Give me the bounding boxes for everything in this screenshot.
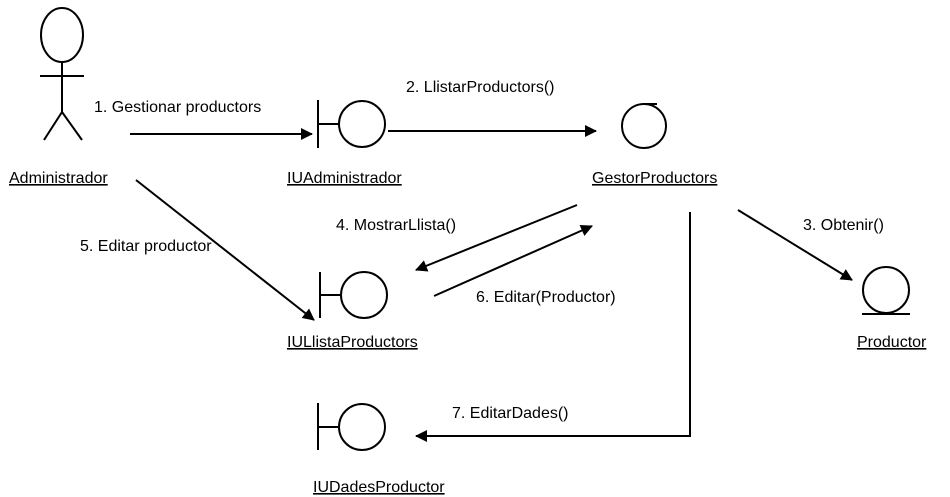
entity-productor-icon [862, 266, 910, 315]
actor-head-icon [40, 7, 84, 63]
actor-left-leg [43, 111, 63, 141]
actor-administrador [40, 7, 84, 141]
message-4-label: 4. MostrarLlista() [336, 217, 456, 234]
message-7-label: 7. EditarDades() [452, 405, 569, 422]
control-gestor-productors-name: GestorProductors [592, 170, 717, 187]
message-7-arrow [415, 212, 691, 442]
actor-administrador-name: Administrador [9, 170, 108, 187]
message-3-label: 3. Obtenir() [803, 217, 884, 234]
control-gestor-productors-icon [621, 103, 667, 149]
message-1-label: 1. Gestionar productors [94, 99, 261, 116]
message-3-arrow [737, 209, 853, 281]
message-2-label: 2. LlistarProductors() [406, 79, 555, 96]
message-5-arrow [135, 179, 315, 321]
message-6-arrow [433, 224, 593, 297]
boundary-iu-administrador-name: IUAdministrador [287, 170, 402, 187]
boundary-iu-administrador-icon [317, 100, 386, 148]
boundary-iu-dades-productor-icon [317, 403, 386, 451]
message-4-arrow [415, 204, 578, 272]
message-6-label: 6. Editar(Productor) [476, 289, 616, 306]
actor-right-leg [61, 111, 83, 141]
boundary-iu-dades-productor-name: IUDadesProductor [313, 479, 445, 496]
boundary-iu-llista-productors-icon [319, 271, 388, 319]
entity-productor-name: Productor [857, 334, 927, 351]
boundary-iu-llista-productors-name: IULlistaProductors [287, 334, 418, 351]
message-5-label: 5. Editar productor [80, 238, 212, 255]
